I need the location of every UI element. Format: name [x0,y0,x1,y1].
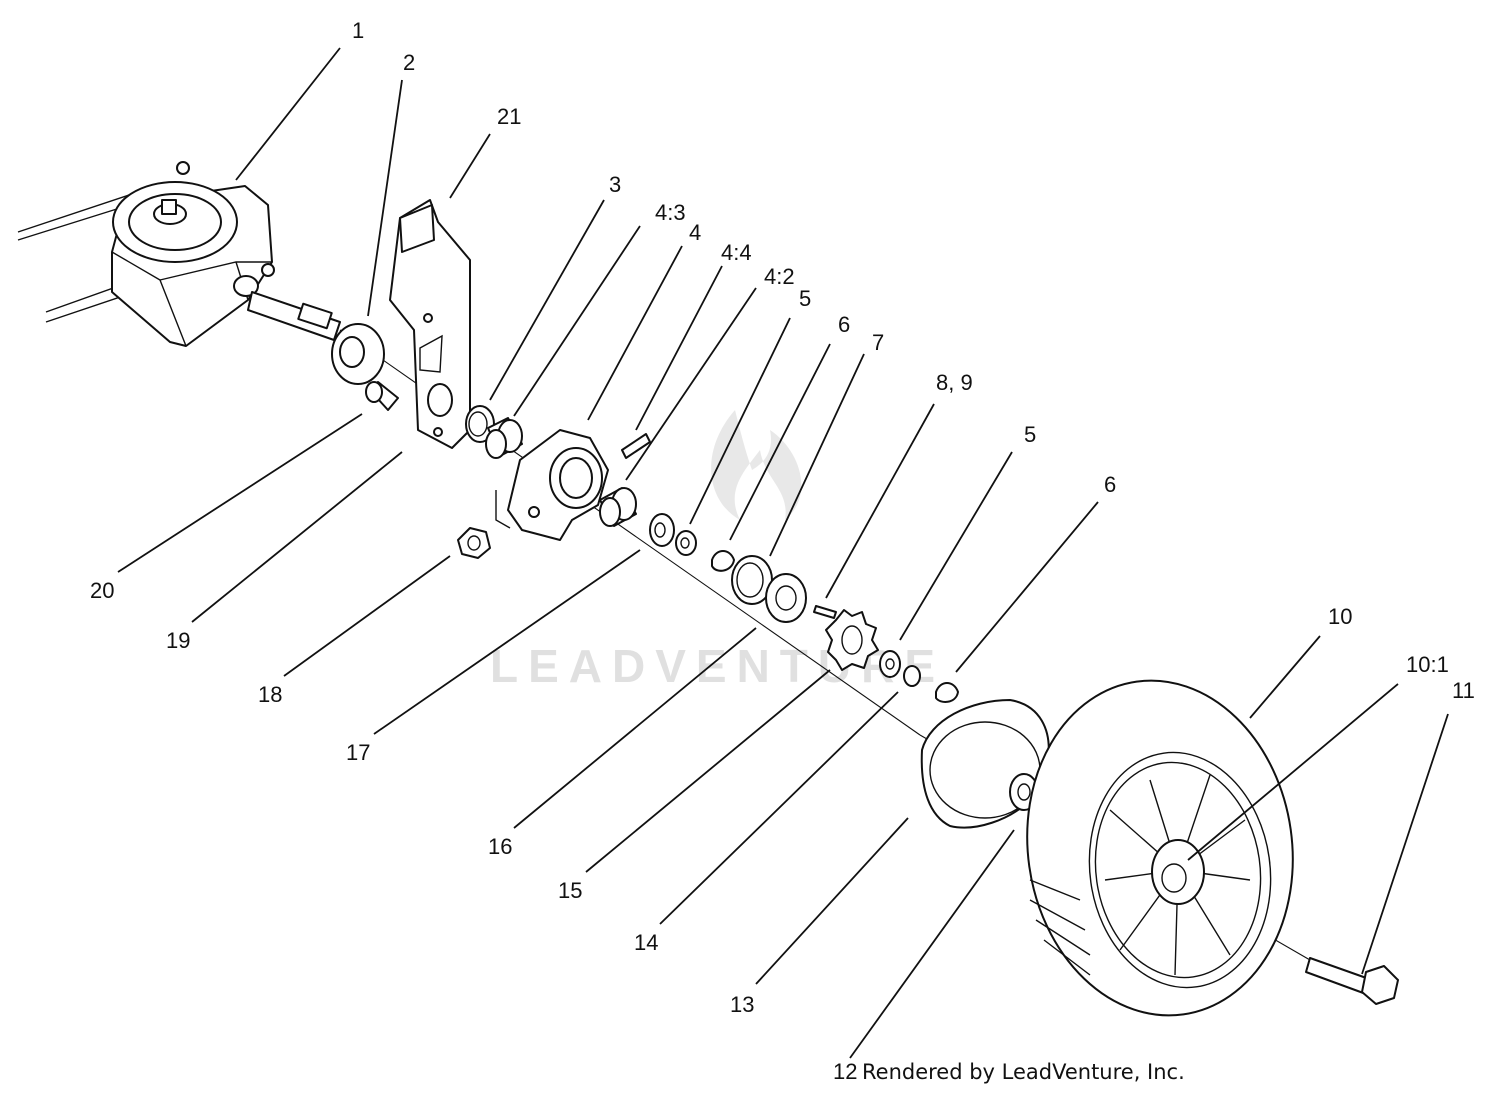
callout-5-first: 5 [799,286,811,311]
callout-14: 14 [634,930,658,955]
callout-labels: 1 2 21 3 4:3 4 4:4 4:2 5 6 7 8, 9 5 6 10… [90,18,1475,1084]
pin-8-9 [813,605,837,619]
callout-17: 17 [346,740,370,765]
callout-4-4: 4:4 [721,240,752,265]
hub-cover-13 [920,699,1050,829]
bolt-20 [365,381,399,411]
callout-5-second: 5 [1024,422,1036,447]
grease-fitting-4-4 [621,433,651,459]
callout-6-second: 6 [1104,472,1116,497]
spacer-14 [903,665,921,687]
callout-8-9: 8, 9 [936,370,973,395]
bushing-4-2 [599,487,637,527]
callout-7: 7 [872,330,884,355]
bearing-housing-4 [495,429,609,541]
e-clip-6-first [711,550,735,572]
callout-12: 12 [833,1059,857,1084]
callout-1: 1 [352,18,364,43]
e-clip-6-second [935,682,959,703]
callout-4-2: 4:2 [764,264,795,289]
wheel-spokes [1104,774,1251,976]
callout-20: 20 [90,578,114,603]
washer-2 [331,323,385,385]
callout-10: 10 [1328,604,1352,629]
transmission [111,161,275,347]
shoulder-bolt-11 [1305,957,1399,1005]
callout-4-3: 4:3 [655,200,686,225]
bushing-4-3 [485,417,523,459]
callout-4: 4 [689,220,701,245]
height-adjuster-bracket [389,199,471,449]
nut-18 [457,527,491,559]
callout-16: 16 [488,834,512,859]
callout-6-first: 6 [838,312,850,337]
callout-11: 11 [1452,678,1475,703]
callout-3: 3 [609,172,621,197]
callout-13: 13 [730,992,754,1017]
callout-18: 18 [258,682,282,707]
render-credit: Rendered by LeadVenture, Inc. [862,1060,1185,1084]
callout-21: 21 [497,104,521,129]
callout-2: 2 [403,50,415,75]
ratchet-7 [765,573,807,623]
washer-17 [649,513,675,547]
leader-lines [117,47,1449,1059]
callout-19: 19 [166,628,190,653]
callout-10-1: 10:1 [1406,652,1449,677]
pinion-gear-15 [825,609,879,671]
washer-5-first [675,530,697,556]
retaining-ring-3 [465,405,495,443]
washer-5-second [879,650,901,678]
wheel-10 [1026,679,1294,1017]
callout-15: 15 [558,878,582,903]
